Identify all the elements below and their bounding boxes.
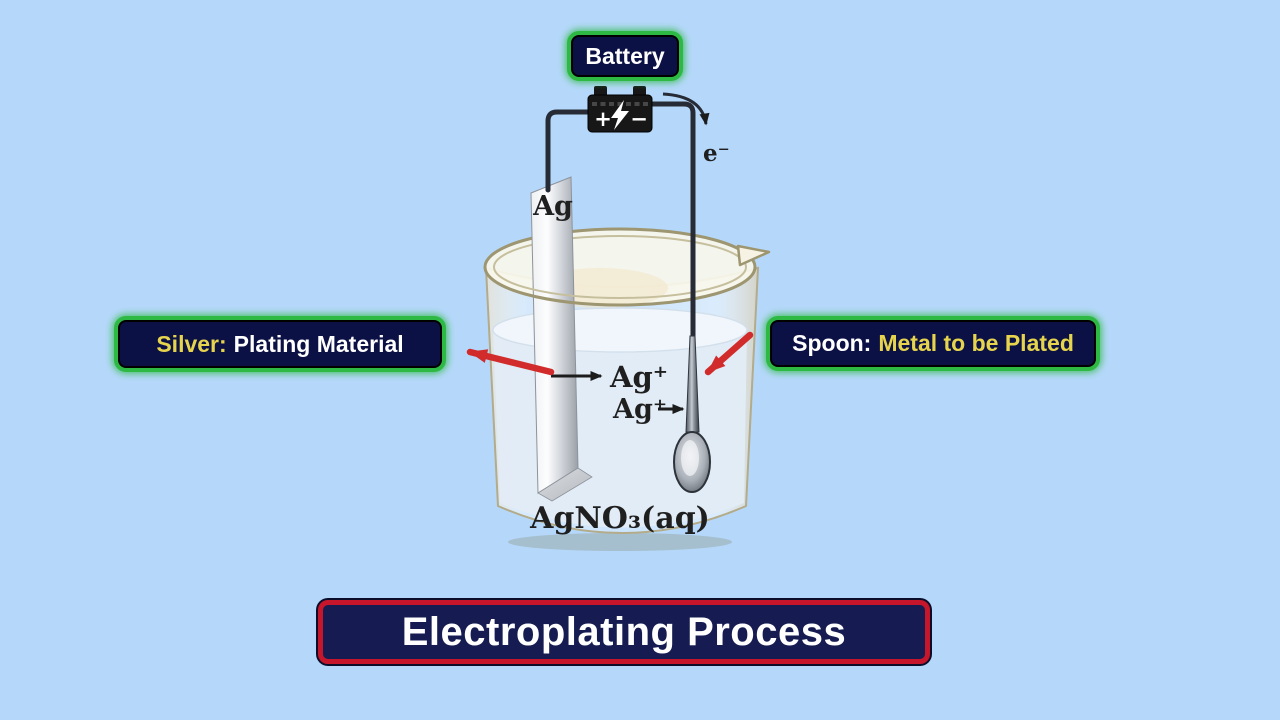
battery-plus: + (594, 107, 612, 131)
spoon-label: Spoon: Metal to be Plated (766, 316, 1100, 371)
silver-plate-face (530, 176, 579, 494)
battery-minus: − (630, 107, 648, 131)
silver-label-prefix: Silver: (156, 330, 227, 357)
spoon-label-prefix: Spoon: (792, 330, 872, 356)
lightning-bolt-icon (611, 100, 629, 130)
spoon-handle (685, 335, 700, 433)
ion-label-top: Ag⁺ (609, 360, 668, 394)
title-text: Electroplating Process (401, 609, 847, 654)
ion-annotations: Ag⁺ Ag⁺ AgNO₃(aq) (529, 360, 710, 536)
beaker-rim-back-inner (493, 235, 747, 268)
silver-label: Silver: Plating Material (114, 316, 446, 372)
beaker-rim-front-inner (493, 266, 747, 299)
beaker-shadow (508, 533, 732, 551)
spoon (673, 335, 711, 493)
title-banner: Electroplating Process (318, 600, 930, 664)
wire-left (545, 109, 593, 193)
solution-surface (492, 307, 748, 353)
solution-label: AgNO₃(aq) (529, 501, 710, 536)
silver-electrode: Ag (530, 176, 593, 502)
ion-label-bottom: Ag⁺ (612, 394, 667, 425)
silver-callout-arrow (466, 348, 555, 376)
beaker-spout (736, 244, 771, 267)
silver-plate-bevel (537, 467, 593, 502)
battery-icon: + − (587, 86, 653, 133)
spoon-label-rest: Metal to be Plated (878, 330, 1074, 356)
battery-label: Battery (567, 31, 683, 81)
silver-label-rest: Plating Material (233, 330, 404, 357)
beaker-rim-front (483, 266, 757, 307)
spoon-bowl-highlight (681, 440, 699, 476)
circuit-wires: e⁻ (545, 92, 730, 341)
electrode-symbol: Ag (532, 191, 573, 222)
spoon-callout-arrow (704, 331, 754, 376)
battery-terminal-left (594, 86, 607, 97)
electron-label: e⁻ (703, 140, 730, 167)
battery-terminal-right (633, 86, 646, 97)
wire-right (645, 101, 696, 341)
battery-label-text: Battery (585, 42, 665, 69)
electron-flow-arrow (662, 92, 710, 126)
